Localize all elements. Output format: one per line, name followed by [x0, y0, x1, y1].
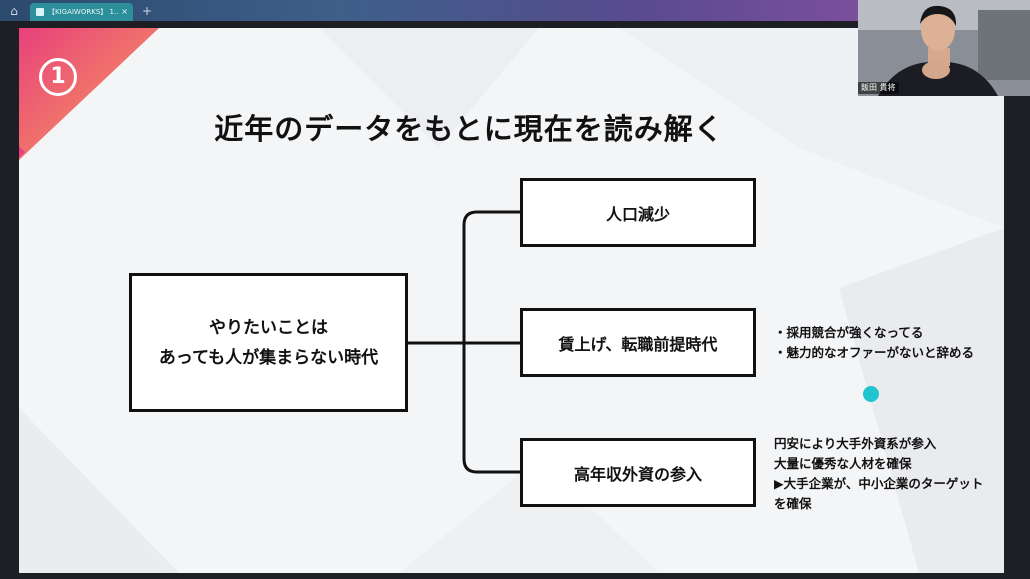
notes-wage: ・採用競合が強くなってる ・魅力的なオファーがないと辞める	[774, 323, 974, 363]
participant-name: 飯田 貴将	[858, 82, 899, 94]
branch-box-population: 人口減少	[520, 178, 756, 247]
note-line: 大量に優秀な人材を確保	[774, 456, 912, 471]
root-line-1: やりたいことは	[209, 317, 328, 338]
browser-tab-bar: ⌂ 【KIGAIWORKS】 1… × +	[0, 0, 858, 21]
note-line: ・採用競合が強くなってる	[774, 325, 924, 340]
new-tab-button[interactable]: +	[142, 4, 153, 18]
slide-number-badge: 1	[39, 58, 77, 96]
tab-favicon-icon	[36, 8, 44, 16]
presentation-slide: 1 近年のデータをもとに現在を読み解く やりたいことは あっても人が集まらない時…	[19, 28, 1004, 573]
slide-title: 近年のデータをもとに現在を読み解く	[214, 112, 724, 146]
root-box: やりたいことは あっても人が集まらない時代	[129, 273, 408, 412]
webcam-video: 飯田 貴将	[858, 0, 1030, 96]
branch-box-wage: 賃上げ、転職前提時代	[520, 308, 756, 377]
tab-title: 【KIGAIWORKS】 1…	[48, 8, 118, 16]
note-line: ・魅力的なオファーがないと辞める	[774, 345, 975, 360]
note-line: を確保	[774, 496, 812, 511]
browser-tab[interactable]: 【KIGAIWORKS】 1… ×	[30, 3, 133, 21]
note-line: ▶大手企業が、中小企業のターゲット	[774, 476, 984, 491]
root-line-2: あっても人が集まらない時代	[158, 347, 379, 368]
tab-close-icon[interactable]: ×	[121, 7, 128, 16]
presenter-video-frame	[858, 0, 1030, 96]
note-line: 円安により大手外資系が参入	[774, 436, 937, 451]
branch-label: 賃上げ、転職前提時代	[558, 334, 718, 354]
cursor-dot	[863, 386, 879, 402]
branch-label: 高年収外資の参入	[573, 464, 702, 484]
branch-box-foreign: 高年収外資の参入	[520, 438, 756, 507]
tree-connector-lines	[408, 210, 520, 474]
notes-foreign: 円安により大手外資系が参入 大量に優秀な人材を確保 ▶大手企業が、中小企業のター…	[774, 434, 983, 514]
home-icon[interactable]: ⌂	[10, 4, 18, 18]
branch-label: 人口減少	[605, 204, 670, 224]
